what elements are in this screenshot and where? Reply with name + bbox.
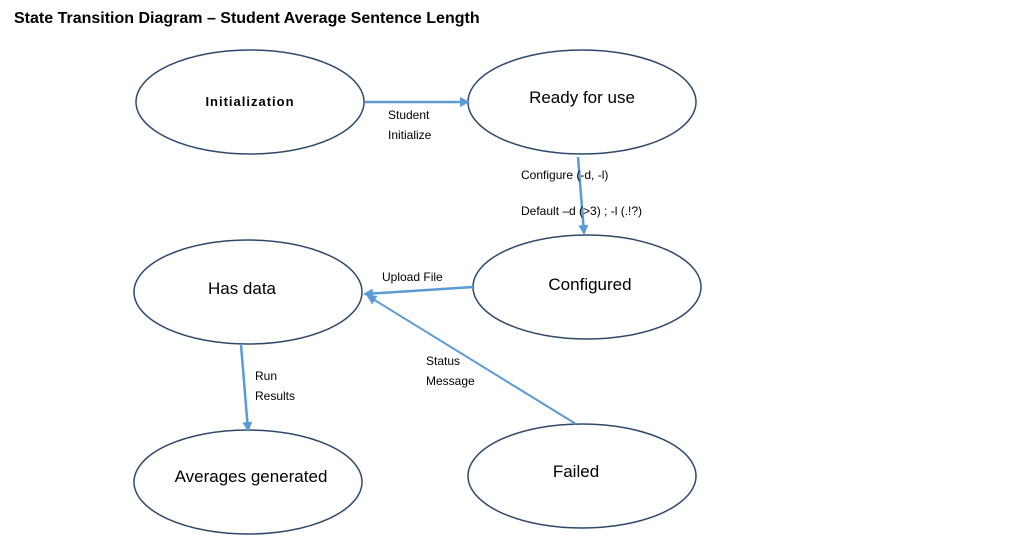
state-initialization-label: Initialization [205,94,294,109]
label-message: Message [426,374,475,388]
state-ready-for-use[interactable]: Ready for use [467,49,697,155]
label-status: Status [426,354,460,368]
label-configure: Configure (-d, -l) [521,168,608,182]
arrow-upload-file [363,285,474,299]
state-configured[interactable]: Configured [472,234,702,340]
state-ready-for-use-label: Ready for use [529,88,635,107]
state-has-data[interactable]: Has data [133,239,363,345]
state-failed[interactable]: Failed [467,423,697,529]
label-default: Default –d (>3) ; -l (.!?) [521,204,642,218]
label-upload-file: Upload File [382,270,443,284]
state-has-data-label: Has data [208,279,277,298]
state-initialization[interactable]: Initialization [135,49,365,155]
label-run: Run [255,369,277,383]
label-results: Results [255,389,295,403]
label-student: Student [388,108,430,122]
diagram-title: State Transition Diagram – Student Avera… [14,10,480,27]
arrow-status-message [366,294,577,425]
state-averages-generated[interactable]: Averages generated [133,429,363,535]
state-failed-label: Failed [553,462,599,481]
arrow-run-results [239,344,253,432]
state-configured-label: Configured [548,275,631,294]
arrow-configure [576,156,589,235]
label-initialize: Initialize [388,128,432,142]
state-averages-generated-label: Averages generated [175,467,328,486]
